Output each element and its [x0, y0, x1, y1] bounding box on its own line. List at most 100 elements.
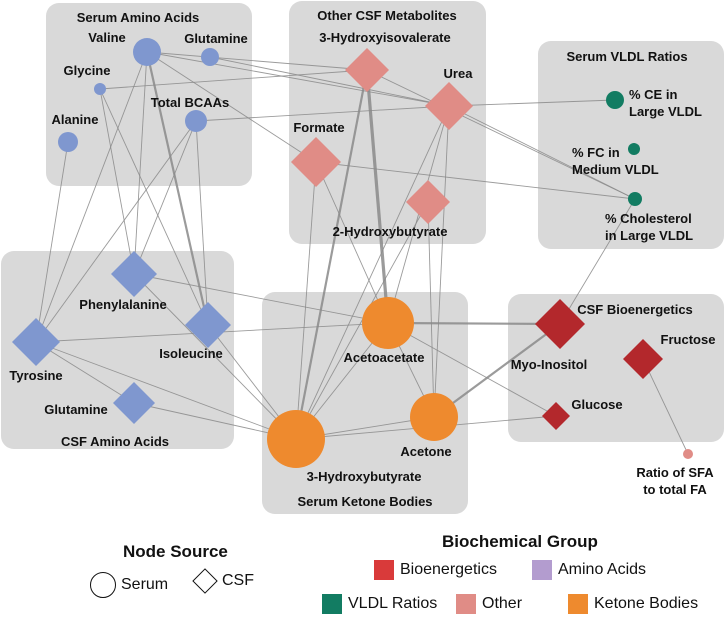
edge-glutamine-csf-tyrosine-csf — [35, 341, 135, 404]
node-label-total-bcaas-serum: Total BCAAs — [151, 95, 229, 110]
edge-total-bcaas-serum-tyrosine-csf — [35, 120, 197, 343]
node-tyrosine-csf — [12, 318, 60, 366]
edge-glutamine-serum-urea-csf — [209, 56, 450, 107]
node-label-phenylalanine-csf: Phenylalanine — [79, 297, 166, 312]
group-title-csf-amino-acids: CSF Amino Acids — [61, 434, 169, 449]
legend-serum-label: Serum — [121, 576, 169, 593]
legend-ketone-bodies-item: Ketone Bodies — [568, 594, 698, 614]
node-acetoacetate-serum — [362, 297, 414, 349]
legend-node-source-title: Node Source — [123, 542, 228, 561]
node-glucose-csf — [542, 402, 570, 430]
node-label-hydroxybutyrate2-csf: 2-Hydroxybutyrate — [333, 224, 448, 239]
vldl-ratios-swatch — [322, 594, 342, 614]
edge-glycine-serum-hydroxyisovalerate-csf — [99, 69, 368, 90]
node-ce-large-vldl-serum — [606, 91, 624, 109]
edge-total-bcaas-serum-urea-csf — [195, 105, 450, 122]
edge-acetoacetate-serum-glucose-csf — [387, 322, 557, 417]
node-myo-inositol-csf — [535, 299, 585, 349]
node-label-fructose-csf: Fructose — [661, 332, 716, 347]
node-label-alanine-serum: Alanine — [52, 112, 99, 127]
ketone-bodies-swatch — [568, 594, 588, 614]
diamond-key-icon — [192, 568, 218, 594]
amino-acids-swatch — [532, 560, 552, 580]
legend-other-label: Other — [482, 595, 523, 612]
node-label-glutamine-serum: Glutamine — [184, 31, 248, 46]
legend-bioenergetics-item: Bioenergetics — [374, 560, 497, 580]
node-label-formate-csf: Formate — [293, 120, 344, 135]
edge-urea-csf-acetone-serum — [433, 105, 450, 418]
node-urea-csf — [425, 82, 473, 130]
node-fructose-csf — [623, 339, 663, 379]
node-label-urea-csf: Urea — [444, 66, 474, 81]
edge-tyrosine-csf-hydroxybutyrate3-serum — [35, 341, 297, 440]
edge-phenylalanine-csf-acetoacetate-serum — [133, 273, 389, 324]
bioenergetics-swatch — [374, 560, 394, 580]
edge-total-bcaas-serum-phenylalanine-csf — [133, 120, 197, 275]
legend-vldl-ratios-item: VLDL Ratios — [322, 594, 437, 614]
edge-phenylalanine-csf-hydroxybutyrate3-serum — [133, 273, 297, 440]
edge-hydroxyisovalerate-csf-chol-large-vldl-serum — [366, 69, 636, 200]
edge-fructose-csf-sfa-ratio-serum — [642, 358, 689, 455]
edge-acetoacetate-serum-myo-inositol-csf — [387, 321, 561, 326]
legend-other-item: Other — [456, 594, 522, 614]
node-label-glucose-csf: Glucose — [571, 397, 622, 412]
node-fc-medium-vldl-serum — [628, 143, 640, 155]
node-isoleucine-csf — [185, 302, 231, 348]
edge-total-bcaas-serum-isoleucine-csf — [195, 120, 209, 326]
legend-ketone-bodies-label: Ketone Bodies — [594, 595, 699, 612]
legend-biochemical-group: Biochemical Group Bioenergetics Amino Ac… — [322, 532, 722, 616]
edge-chol-large-vldl-serum-myo-inositol-csf — [559, 198, 636, 325]
node-glutamine-serum — [201, 48, 219, 66]
edge-hydroxybutyrate2-csf-acetone-serum — [427, 201, 435, 418]
node-glutamine-csf — [113, 382, 155, 424]
legend-csf-item: CSF — [190, 568, 254, 594]
group-box-serum-amino-acids — [46, 3, 252, 186]
node-phenylalanine-csf — [111, 251, 157, 297]
node-label-glutamine-csf: Glutamine — [44, 402, 108, 417]
network-diagram: Serum Amino Acids Other CSF MetabolitesSe… — [1, 1, 724, 514]
group-title-serum-amino-acids: Serum Amino Acids — [77, 10, 200, 25]
legend-serum-item: Serum — [90, 572, 168, 598]
group-title-other-csf-metabolites: Other CSF Metabolites — [317, 8, 456, 23]
node-label-isoleucine-csf: Isoleucine — [159, 346, 223, 361]
node-glycine-serum — [94, 83, 106, 95]
node-acetone-serum — [410, 393, 458, 441]
edge-acetone-serum-myo-inositol-csf — [433, 323, 561, 418]
edge-glycine-serum-phenylalanine-csf — [99, 88, 135, 275]
node-total-bcaas-serum — [185, 110, 207, 132]
edge-valine-serum-urea-csf — [146, 51, 450, 107]
edge-formate-csf-hydroxybutyrate3-serum — [295, 161, 317, 440]
edge-valine-serum-phenylalanine-csf — [133, 51, 148, 275]
legend-amino-acids-label: Amino Acids — [558, 561, 647, 578]
node-label-acetone-serum: Acetone — [400, 444, 451, 459]
edge-valine-serum-isoleucine-csf — [145, 51, 210, 326]
node-chol-large-vldl-serum — [628, 192, 642, 206]
nodes — [12, 38, 693, 468]
node-label-myo-inositol-csf: Myo-Inositol — [511, 357, 588, 372]
node-label-tyrosine-csf: Tyrosine — [9, 368, 62, 383]
circle-key-icon — [90, 572, 116, 598]
edge-formate-csf-chol-large-vldl-serum — [315, 161, 636, 200]
edge-urea-csf-hydroxybutyrate3-serum — [295, 105, 450, 440]
node-hydroxybutyrate2-csf — [406, 180, 450, 224]
group-title-csf-bioenergetics: CSF Bioenergetics — [577, 302, 693, 317]
edge-valine-serum-formate-csf — [146, 51, 317, 163]
node-label-glycine-serum: Glycine — [64, 63, 111, 78]
node-formate-csf — [291, 137, 341, 187]
edge-valine-serum-hydroxyisovalerate-csf — [146, 51, 368, 71]
group-title-serum-vldl-ratios: Serum VLDL Ratios — [566, 49, 687, 64]
node-label-valine-serum: Valine — [88, 30, 126, 45]
legend-node-source: Node Source Serum CSF — [90, 542, 290, 612]
group-box-csf-amino-acids — [1, 251, 234, 449]
legend-vldl-ratios-label: VLDL Ratios — [348, 595, 438, 612]
node-valine-serum — [133, 38, 161, 66]
node-label-hydroxyisovalerate-csf: 3-Hydroxyisovalerate — [319, 30, 451, 45]
node-sfa-ratio-serum — [683, 449, 693, 459]
edge-glycine-serum-isoleucine-csf — [99, 88, 209, 326]
node-label-acetoacetate-serum: Acetoacetate — [344, 350, 425, 365]
legend-amino-acids-item: Amino Acids — [532, 560, 646, 580]
